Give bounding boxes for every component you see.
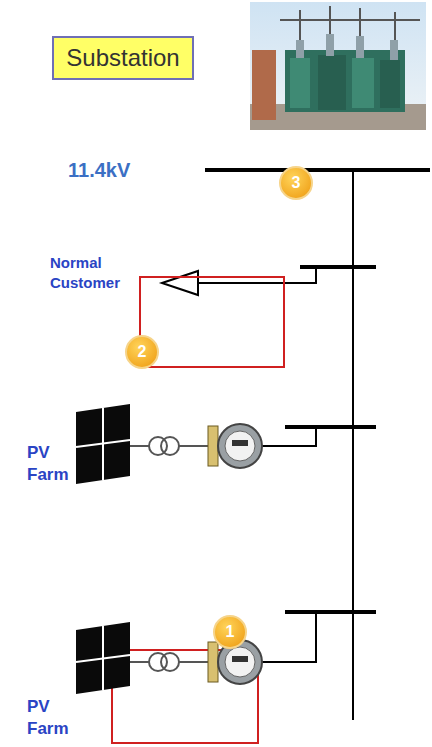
callout-circle [126, 336, 158, 368]
callout-number: 3 [280, 172, 312, 194]
callout-number: 1 [214, 621, 246, 643]
pv-farm-label: PV Farm [27, 442, 73, 486]
pv-set [76, 404, 262, 484]
callout-number: 2 [126, 341, 158, 363]
substation-photo [250, 2, 426, 130]
box-title: Substation [66, 44, 179, 72]
voltage-label: 11.4kV [68, 157, 178, 183]
pv-farm-label: PV Farm [27, 696, 73, 740]
pv-set [76, 622, 262, 694]
title-box: Substation [52, 36, 194, 80]
feeder-wiring [162, 170, 430, 720]
highlight-box [140, 277, 284, 367]
customer-label: Normal Customer [50, 253, 134, 292]
callout-circle [280, 167, 312, 199]
callout-circle [214, 616, 246, 648]
